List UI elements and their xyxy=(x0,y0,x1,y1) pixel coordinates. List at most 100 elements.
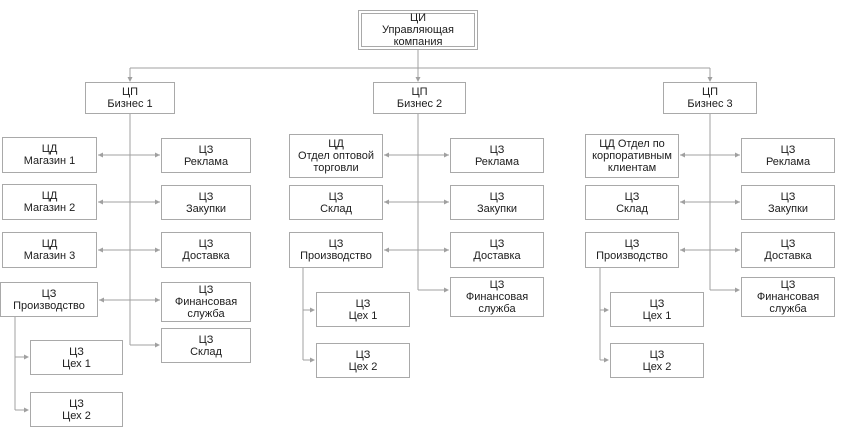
org-node-label-line: Реклама xyxy=(183,155,229,168)
org-node-label-line: Финансовая xyxy=(174,296,238,308)
org-node-label-line: ЦЗ xyxy=(624,190,640,203)
org-node-label-line: Цех 2 xyxy=(642,360,672,373)
org-node-label-line: ЦЗ xyxy=(489,190,505,203)
org-node-label-line: служба xyxy=(478,303,516,315)
org-node-label-line: Отдел оптовой xyxy=(298,150,374,162)
org-node-label-line: Реклама xyxy=(765,155,811,168)
org-node-label-line: ЦЗ xyxy=(649,348,665,361)
org-node-label-line: Управляющая xyxy=(381,24,455,36)
org-node-label-line: ЦЗ xyxy=(780,279,796,291)
org-node-label-line: Финансовая xyxy=(756,291,820,303)
org-node-label-line: Магазин 1 xyxy=(23,155,76,167)
org-node-label-line: ЦЗ xyxy=(198,238,214,250)
org-node-label-line: Бизнес 2 xyxy=(396,98,443,110)
org-node-label-line: ЦД xyxy=(328,138,344,150)
org-node-label-line: Склад xyxy=(190,345,222,358)
org-node-label-line: ЦЗ xyxy=(198,190,214,203)
org-node-label-line: Доставка xyxy=(764,250,812,262)
org-node-label-line: Магазин 3 xyxy=(23,250,76,262)
org-node-label-line: ЦЗ xyxy=(649,297,665,310)
org-node-label-line: ЦЗ xyxy=(489,238,505,250)
org-node-label-line: ЦЗ xyxy=(780,190,796,203)
org-node-label-line: ЦЗ xyxy=(780,143,796,156)
org-node-label-line: Цех 1 xyxy=(348,309,378,322)
org-node-label-line: Закупки xyxy=(476,202,518,215)
org-node-label-line: Доставка xyxy=(182,250,230,262)
org-node-label-line: ЦД xyxy=(41,238,58,250)
org-node-label-line: ЦП xyxy=(121,86,139,98)
org-node-label-line: Бизнес 1 xyxy=(107,98,153,110)
org-node-label-line: Склад xyxy=(320,202,352,215)
org-node-label-line: Бизнес 3 xyxy=(687,98,733,110)
org-node-label-line: клиентам xyxy=(607,162,657,174)
org-node-label-line: Магазин 2 xyxy=(23,202,76,214)
org-node-label-line: Цех 1 xyxy=(62,357,91,370)
org-node-label-line: ЦЗ xyxy=(355,297,371,310)
org-node-label-line: ЦЗ xyxy=(41,287,57,300)
org-node-label-line: ЦП xyxy=(411,86,428,98)
org-node-label-line: Закупки xyxy=(767,202,809,215)
org-node-label-line: Закупки xyxy=(185,202,227,215)
org-node-label-line: компания xyxy=(393,36,443,48)
org-node-label-line: Доставка xyxy=(473,250,521,262)
org-node-label-line: ЦЗ xyxy=(489,143,505,156)
org-node-label-line: ЦЗ xyxy=(69,345,84,358)
org-node-label-line: корпоративным xyxy=(592,150,672,162)
org-node-label-line: ЦЗ xyxy=(328,238,344,250)
org-node-label-line: ЦЗ xyxy=(198,143,214,156)
org-node-label-line: ЦЗ xyxy=(198,284,214,296)
org-node-label-line: Производство xyxy=(13,299,85,312)
org-node-label-line: Цех 2 xyxy=(348,360,378,373)
org-node-label-line: ЦЗ xyxy=(328,190,344,203)
org-node-label-line: Реклама xyxy=(474,155,520,168)
org-node-label-line: торговли xyxy=(313,162,359,174)
org-node-label-line: Цех 1 xyxy=(642,309,672,322)
org-node-label-line: ЦЗ xyxy=(624,238,640,250)
org-node-label-line: Склад xyxy=(616,202,648,215)
org-node-label-line: ЦЗ xyxy=(69,397,84,410)
org-node-label-line: ЦЗ xyxy=(780,238,796,250)
org-node-label-line: ЦЗ xyxy=(489,279,505,291)
org-node-label-line: ЦД xyxy=(41,143,58,155)
org-node-label-line: служба xyxy=(769,303,807,315)
org-node-label-line: ЦИ xyxy=(409,12,427,24)
org-node-label-line: служба xyxy=(187,308,225,320)
org-node-label-line: ЦП xyxy=(701,86,719,98)
org-node-label-line: Производство xyxy=(300,250,372,262)
org-node-label-line: ЦД xyxy=(41,190,58,202)
